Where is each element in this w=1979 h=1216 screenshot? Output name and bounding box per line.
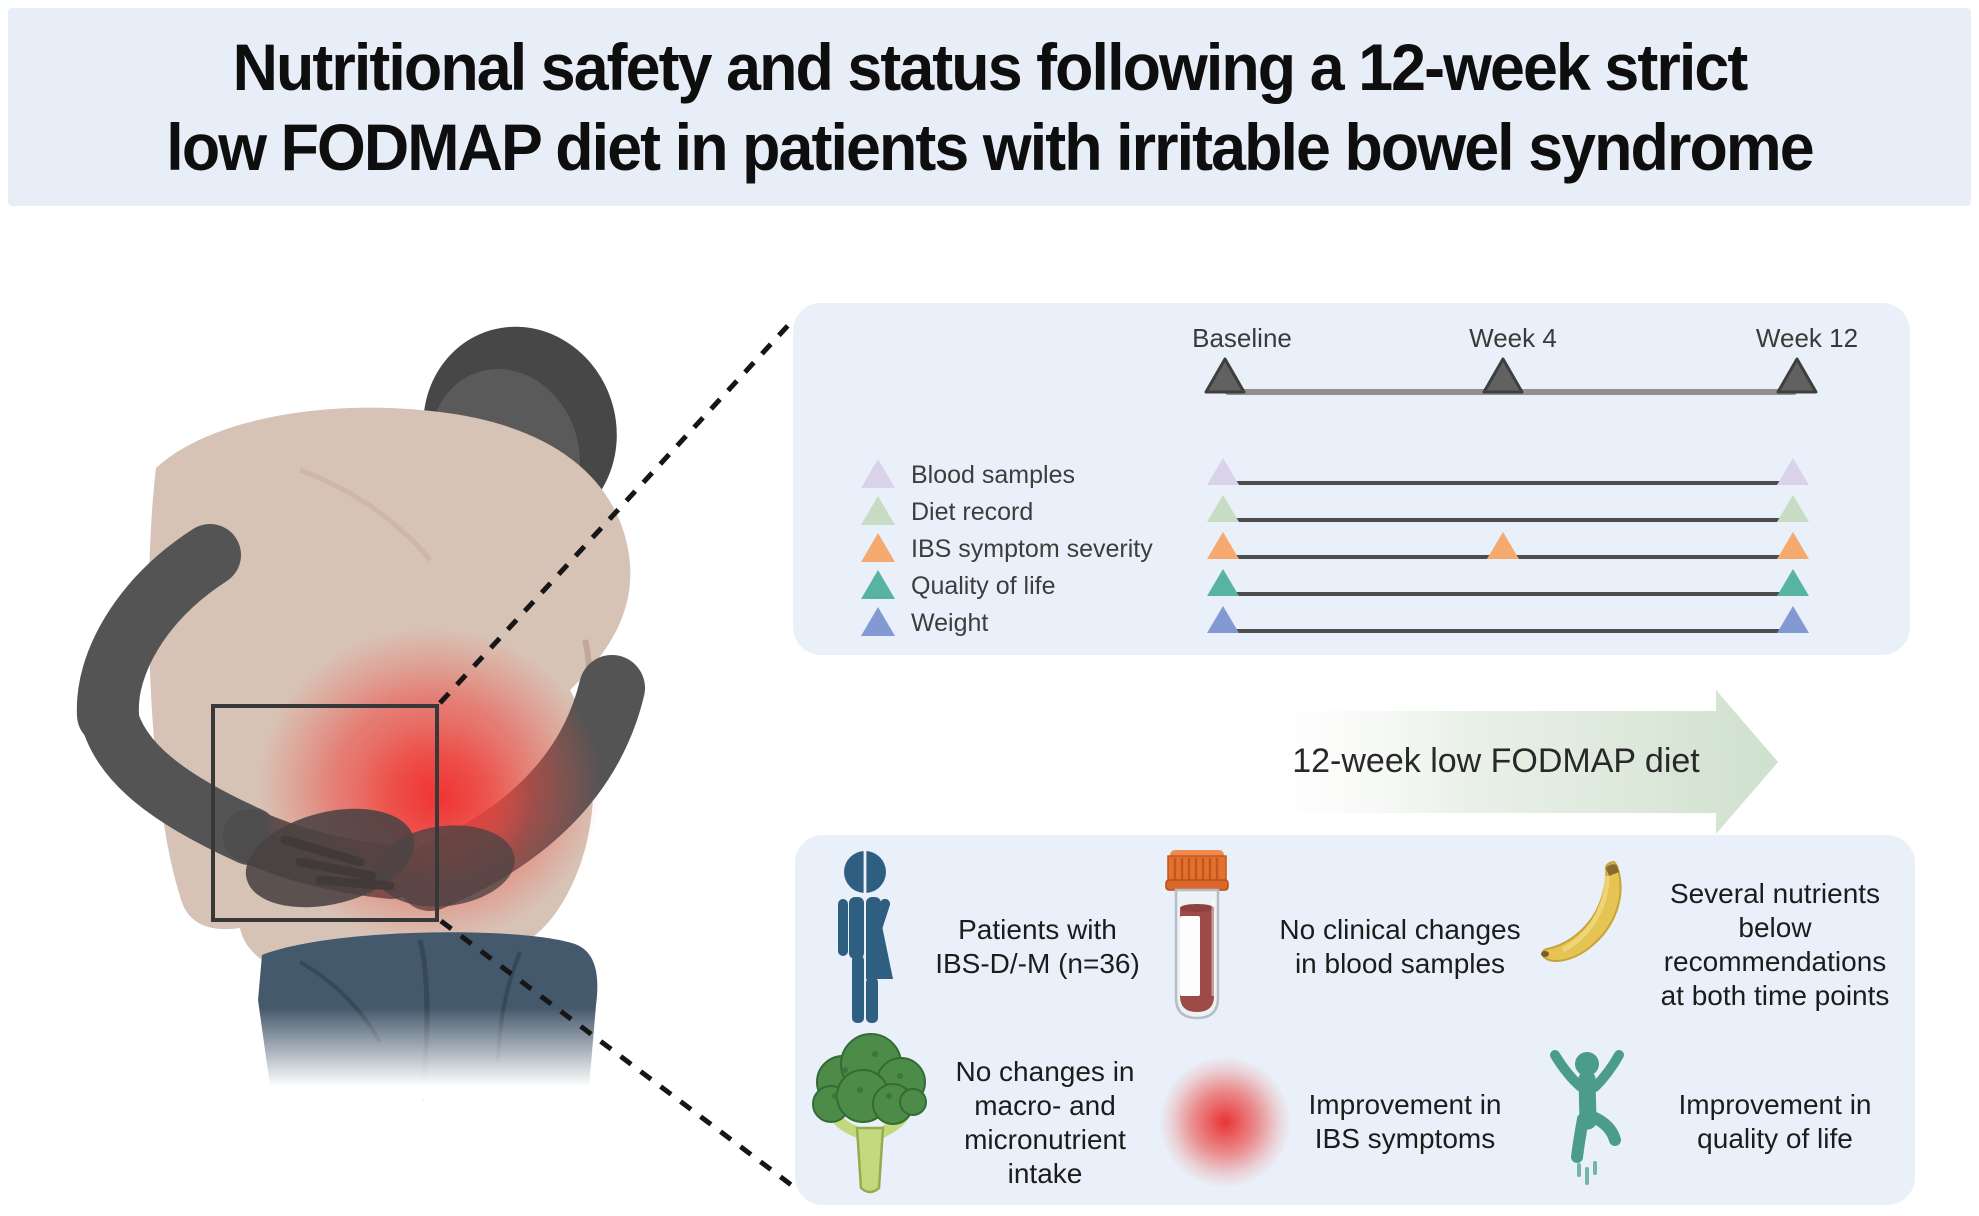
finding-text: No changes in macro- and micronutrient i… bbox=[955, 1056, 1135, 1189]
timepoint-label-baseline: Baseline bbox=[1192, 323, 1292, 353]
broccoli-icon bbox=[812, 1033, 927, 1194]
diet-arrow bbox=[1218, 690, 1778, 834]
findings-panel: Patients with IBS-D/-M (n=36) No clinica… bbox=[795, 835, 1915, 1205]
timeline-panel: Baseline Week 4 Week 12 Blood samples Di… bbox=[793, 303, 1910, 655]
measure-row: Quality of life bbox=[793, 566, 1910, 606]
page-title: Nutritional safety and status following … bbox=[57, 27, 1922, 187]
patient-jeans bbox=[240, 932, 620, 1101]
finding-text: Improvement in IBS symptoms bbox=[1308, 1089, 1502, 1154]
banana-icon bbox=[1541, 860, 1622, 962]
measure-legend-triangle-icon bbox=[861, 570, 895, 599]
measure-legend-triangle-icon bbox=[861, 496, 895, 525]
measure-row: Diet record bbox=[793, 492, 1910, 532]
measure-row: Weight bbox=[793, 603, 1910, 643]
timeline-marker-week12 bbox=[1776, 357, 1818, 394]
measure-legend-triangle-icon bbox=[861, 533, 895, 562]
measure-baseline-triangle-icon bbox=[1207, 495, 1239, 522]
measure-baseline-triangle-icon bbox=[1207, 569, 1239, 596]
measure-label: Blood samples bbox=[911, 461, 1075, 489]
patient-gender-icon bbox=[838, 849, 893, 1023]
title-line-1: Nutritional safety and status following … bbox=[232, 30, 1749, 104]
measure-timeline bbox=[1223, 592, 1793, 596]
measure-baseline-triangle-icon bbox=[1207, 532, 1239, 559]
measure-baseline-triangle-icon bbox=[1207, 606, 1239, 633]
measure-week12-triangle-icon bbox=[1777, 606, 1809, 633]
finding-text: Improvement in quality of life bbox=[1678, 1089, 1872, 1154]
timepoint-label-week12: Week 12 bbox=[1755, 323, 1859, 353]
measure-baseline-triangle-icon bbox=[1207, 458, 1239, 485]
measure-week12-triangle-icon bbox=[1777, 569, 1809, 596]
measure-legend-triangle-icon bbox=[861, 607, 895, 636]
timeline-marker-week4 bbox=[1482, 357, 1524, 394]
measure-label: IBS symptom severity bbox=[911, 535, 1153, 563]
measure-week12-triangle-icon bbox=[1777, 495, 1809, 522]
title-line-2: low FODMAP diet in patients with irritab… bbox=[166, 110, 1814, 184]
measure-timeline bbox=[1223, 629, 1793, 633]
measure-timeline bbox=[1223, 518, 1793, 522]
measure-row: Blood samples bbox=[793, 455, 1910, 495]
measure-week12-triangle-icon bbox=[1777, 458, 1809, 485]
measure-week12-triangle-icon bbox=[1777, 532, 1809, 559]
measure-week4-triangle-icon bbox=[1487, 532, 1519, 559]
patient-hands bbox=[245, 808, 515, 908]
measure-legend-triangle-icon bbox=[861, 459, 895, 488]
finding-text: Patients with IBS-D/-M (n=36) bbox=[935, 914, 1140, 979]
diet-arrow-label: 12-week low FODMAP diet bbox=[1292, 742, 1700, 780]
blood-tube-icon bbox=[1165, 850, 1229, 1020]
title-banner: Nutritional safety and status following … bbox=[8, 8, 1971, 206]
measure-timeline bbox=[1223, 481, 1793, 485]
measure-row: IBS symptom severity bbox=[793, 529, 1910, 569]
measure-label: Diet record bbox=[911, 498, 1034, 526]
finding-text: Several nutrients below recommendations … bbox=[1660, 878, 1890, 1011]
finding-text: No clinical changes in blood samples bbox=[1279, 914, 1521, 979]
measure-label: Quality of life bbox=[911, 572, 1056, 600]
jumping-person-icon bbox=[1550, 1050, 1624, 1185]
timeline-marker-baseline bbox=[1204, 357, 1246, 394]
measure-label: Weight bbox=[911, 609, 989, 637]
focus-square bbox=[211, 704, 439, 922]
connector-line-top bbox=[438, 317, 796, 705]
timepoint-label-week4: Week 4 bbox=[1469, 323, 1557, 353]
pain-blob-icon bbox=[1160, 1057, 1290, 1187]
